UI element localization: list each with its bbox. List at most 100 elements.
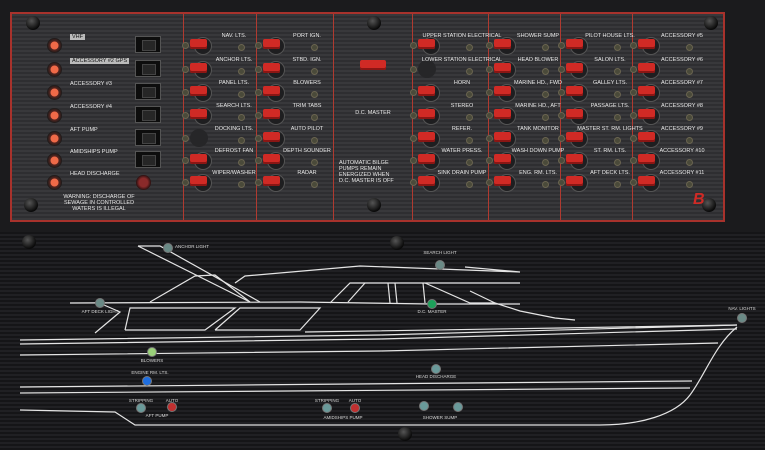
toggle-switch[interactable] — [190, 61, 212, 79]
rocker-switch[interactable] — [135, 106, 161, 123]
anchor-light-label: ANCHOR LIGHT — [174, 244, 210, 249]
indicator-led — [466, 181, 473, 188]
blowers-label: BLOWERS — [140, 358, 164, 363]
toggle-switch[interactable] — [494, 130, 516, 148]
indicator-button[interactable] — [47, 108, 62, 123]
dc-master-switch[interactable] — [360, 60, 386, 74]
toggle-switch[interactable] — [494, 37, 516, 55]
toggle-switch[interactable] — [418, 37, 440, 55]
indicator-led — [311, 114, 318, 121]
toggle-switch[interactable] — [263, 107, 285, 125]
toggle-switch[interactable] — [263, 37, 285, 55]
aft-deck-light-label: AFT DECK LIGHT — [81, 309, 119, 314]
indicator-led — [410, 66, 417, 73]
toggle-switch[interactable] — [638, 152, 660, 170]
switch-label: WIPER/WASHER — [212, 170, 256, 176]
indicator-lamp — [136, 403, 146, 413]
indicator-led — [238, 181, 245, 188]
switch-label: MARINE HD., FWD — [514, 80, 562, 86]
indicator-lamp — [142, 376, 152, 386]
toggle-switch[interactable] — [638, 61, 660, 79]
toggle-switch[interactable] — [494, 174, 516, 192]
indicator-led — [542, 91, 549, 98]
switch-label: REFER. — [451, 126, 473, 132]
rocker-switch[interactable] — [135, 83, 161, 100]
indicator-led — [542, 181, 549, 188]
indicator-button[interactable] — [47, 153, 62, 168]
toggle-switch[interactable] — [190, 84, 212, 102]
toggle-switch[interactable] — [494, 107, 516, 125]
head-discharge-button[interactable] — [136, 175, 151, 190]
indicator-led — [255, 179, 262, 186]
toggle-switch[interactable] — [263, 61, 285, 79]
indicator-led — [542, 44, 549, 51]
switch-label: ACCESSORY #11 — [659, 170, 705, 176]
switch-label: ANCHOR LTS. — [215, 57, 253, 63]
toggle-switch[interactable] — [638, 107, 660, 125]
left-row-label: ACCESSORY #2 GPS — [70, 58, 130, 64]
toggle-switch[interactable] — [638, 174, 660, 192]
toggle-switch[interactable] — [494, 152, 516, 170]
search-light-label: SEARCH LIGHT — [423, 250, 457, 255]
toggle-switch[interactable] — [638, 37, 660, 55]
switch-label: RADAR — [297, 170, 317, 176]
switch-label: ACCESSORY #7 — [661, 80, 703, 86]
toggle-switch[interactable] — [566, 107, 588, 125]
toggle-switch[interactable] — [566, 130, 588, 148]
toggle-switch[interactable] — [263, 84, 285, 102]
toggle-switch[interactable] — [418, 84, 440, 102]
toggle-switch[interactable] — [566, 152, 588, 170]
toggle-switch[interactable] — [263, 174, 285, 192]
indicator-lamp — [322, 403, 332, 413]
rocker-switch[interactable] — [135, 36, 161, 53]
toggle-switch[interactable] — [638, 130, 660, 148]
rocker-switch[interactable] — [135, 60, 161, 77]
indicator-led — [614, 44, 621, 51]
indicator-led — [311, 91, 318, 98]
indicator-lamp — [167, 402, 177, 412]
toggle-switch[interactable] — [494, 84, 516, 102]
toggle-switch[interactable] — [190, 37, 212, 55]
toggle-switch[interactable] — [418, 174, 440, 192]
toggle-switch[interactable] — [190, 152, 212, 170]
indicator-led — [686, 181, 693, 188]
toggle-switch[interactable] — [566, 174, 588, 192]
indicator-led — [238, 44, 245, 51]
toggle-switch[interactable] — [190, 174, 212, 192]
indicator-button[interactable] — [47, 175, 62, 190]
toggle-switch[interactable] — [418, 130, 440, 148]
indicator-button[interactable] — [47, 38, 62, 53]
switch-label: SHOWER SUMP — [516, 33, 560, 39]
toggle-switch[interactable] — [190, 107, 212, 125]
indicator-lamp — [737, 313, 747, 323]
switch-label: MARINE HD., AFT — [515, 103, 561, 109]
indicator-led — [558, 157, 565, 164]
toggle-switch[interactable] — [566, 37, 588, 55]
switch-label: DEPTH SOUNDER — [283, 148, 331, 154]
blank-plug — [418, 60, 436, 78]
indicator-led — [238, 68, 245, 75]
toggle-switch[interactable] — [494, 61, 516, 79]
indicator-led — [486, 112, 493, 119]
indicator-led — [182, 157, 189, 164]
switch-label: TANK MONITOR — [517, 126, 559, 132]
indicator-led — [466, 114, 473, 121]
indicator-led — [410, 135, 417, 142]
indicator-button[interactable] — [47, 131, 62, 146]
indicator-led — [686, 114, 693, 121]
toggle-switch[interactable] — [638, 84, 660, 102]
rocker-switch[interactable] — [135, 151, 161, 168]
toggle-switch[interactable] — [566, 84, 588, 102]
toggle-switch[interactable] — [418, 152, 440, 170]
rocker-switch[interactable] — [135, 129, 161, 146]
toggle-switch[interactable] — [263, 130, 285, 148]
toggle-switch[interactable] — [566, 61, 588, 79]
indicator-button[interactable] — [47, 85, 62, 100]
toggle-switch[interactable] — [418, 107, 440, 125]
indicator-led — [486, 42, 493, 49]
switch-label: DOCKING LTS. — [214, 126, 254, 132]
indicator-led — [630, 112, 637, 119]
toggle-switch[interactable] — [263, 152, 285, 170]
indicator-button[interactable] — [47, 62, 62, 77]
